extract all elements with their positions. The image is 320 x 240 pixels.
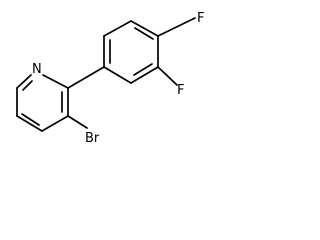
atom-nitrogen: N (32, 62, 42, 77)
bond-p5-p6 (130, 66, 159, 84)
bond-c6-n (16, 74, 32, 89)
bond-p3-p4 (130, 20, 159, 37)
bond-c4-c5 (16, 115, 43, 132)
double-bond-inner-3 (22, 80, 33, 91)
bond-biaryl (67, 66, 105, 89)
pyridine-ring (16, 74, 69, 132)
bond-c4-f (157, 17, 196, 37)
bond-c3-br (67, 115, 88, 129)
double-bond-inner-5 (134, 27, 154, 40)
bond-p6-p1 (103, 66, 132, 84)
phenyl-ring (103, 20, 159, 84)
atom-fluorine-top: F (197, 11, 204, 26)
bond-p2-p3 (103, 20, 132, 37)
double-bond-inner-2 (21, 113, 40, 126)
atom-bromine: Br (85, 131, 100, 146)
atom-fluorine-bottom: F (177, 83, 184, 98)
chemical-structure-diagram: N Br F F (16, 11, 204, 146)
bond-c3-f (157, 66, 178, 86)
bond-c3-c4 (41, 115, 69, 132)
double-bond-inner-6 (133, 63, 153, 76)
bond-n-c2 (42, 74, 69, 89)
